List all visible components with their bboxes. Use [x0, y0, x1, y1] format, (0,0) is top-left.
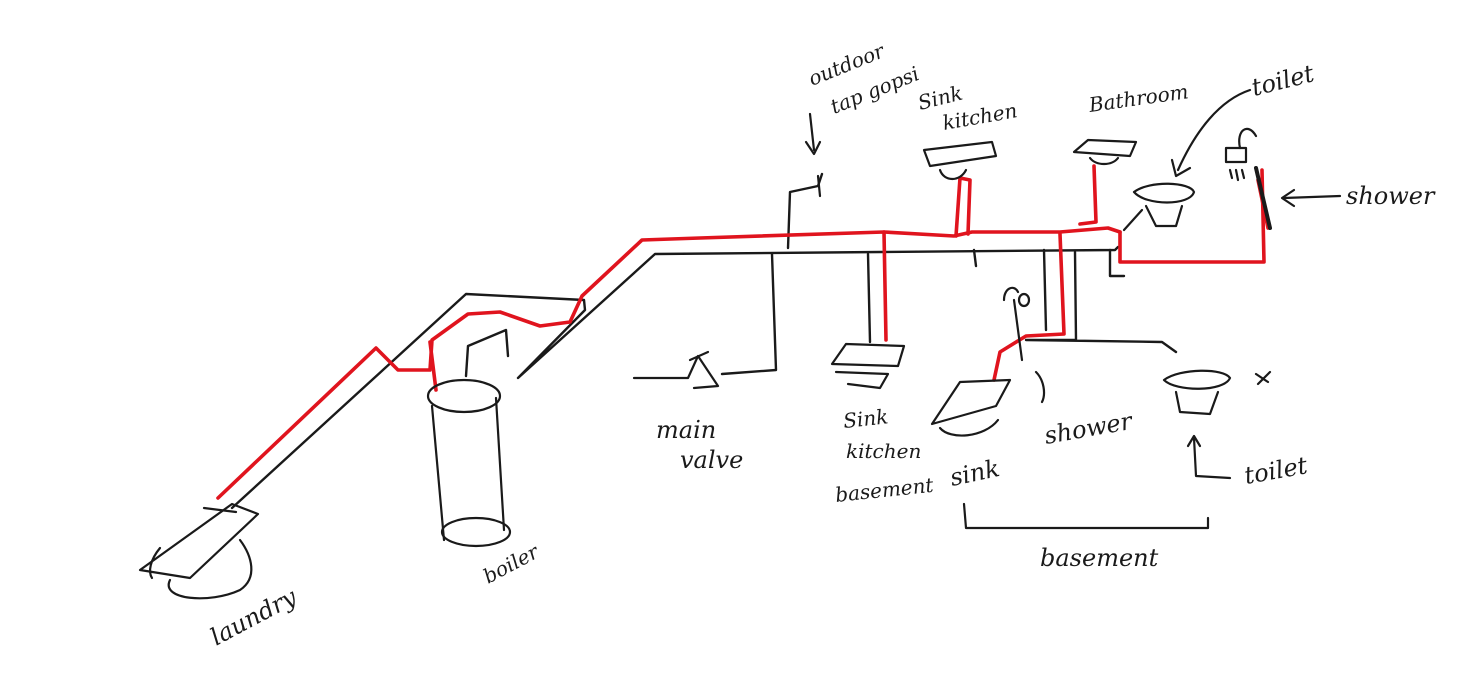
cold-branch-basement-sink	[868, 254, 870, 342]
shower-upstairs-icon	[1226, 129, 1340, 228]
kitchen-sink-icon	[924, 142, 996, 179]
cold-branch-outdoor-tap	[788, 174, 822, 248]
label-sink-basement-3: basement	[834, 473, 935, 507]
cold-branch-main-valve	[722, 254, 776, 374]
main-valve-icon	[634, 352, 718, 388]
toilet-upstairs-icon	[1124, 90, 1250, 230]
cold-branch-boiler	[466, 330, 508, 376]
outdoor-tap-icon	[806, 114, 820, 196]
label-sink-basement-2: kitchen	[846, 439, 921, 463]
hot-branch-shower-upstairs	[1120, 170, 1264, 262]
cold-branch-basement-shower	[974, 250, 976, 266]
basement-sink-icon	[932, 380, 1010, 436]
label-basement-toilet: toilet	[1242, 451, 1310, 490]
hot-branch-kitchen-sink	[956, 178, 970, 236]
label-toilet-upstairs: toilet	[1249, 59, 1318, 102]
basement-bracket	[964, 504, 1208, 528]
label-laundry: laundry	[206, 583, 302, 652]
hot-branch-basement-kitchen-sink	[884, 232, 886, 340]
boiler-icon	[428, 380, 510, 546]
label-main-valve-1: main	[656, 416, 716, 444]
label-bathroom: Bathroom	[1086, 79, 1190, 117]
laundry-fixture-icon	[140, 504, 258, 598]
bathroom-sink-icon	[1074, 140, 1136, 164]
basement-kitchen-sink-icon	[832, 344, 904, 388]
label-basement-shower: shower	[1042, 407, 1135, 450]
label-boiler: boiler	[479, 539, 544, 589]
label-basement-sink: sink	[947, 454, 1002, 492]
hot-branch-bathroom-sink	[1080, 166, 1096, 224]
label-main-valve-2: valve	[680, 446, 743, 474]
hot-branch-basement	[994, 234, 1064, 380]
cold-branch-basement-run	[1026, 252, 1176, 352]
label-shower-upstairs: shower	[1346, 182, 1436, 210]
label-sink-basement-1: Sink	[842, 404, 889, 433]
cold-branch-basement-shower-2	[1044, 250, 1046, 330]
label-basement: basement	[1040, 544, 1159, 572]
